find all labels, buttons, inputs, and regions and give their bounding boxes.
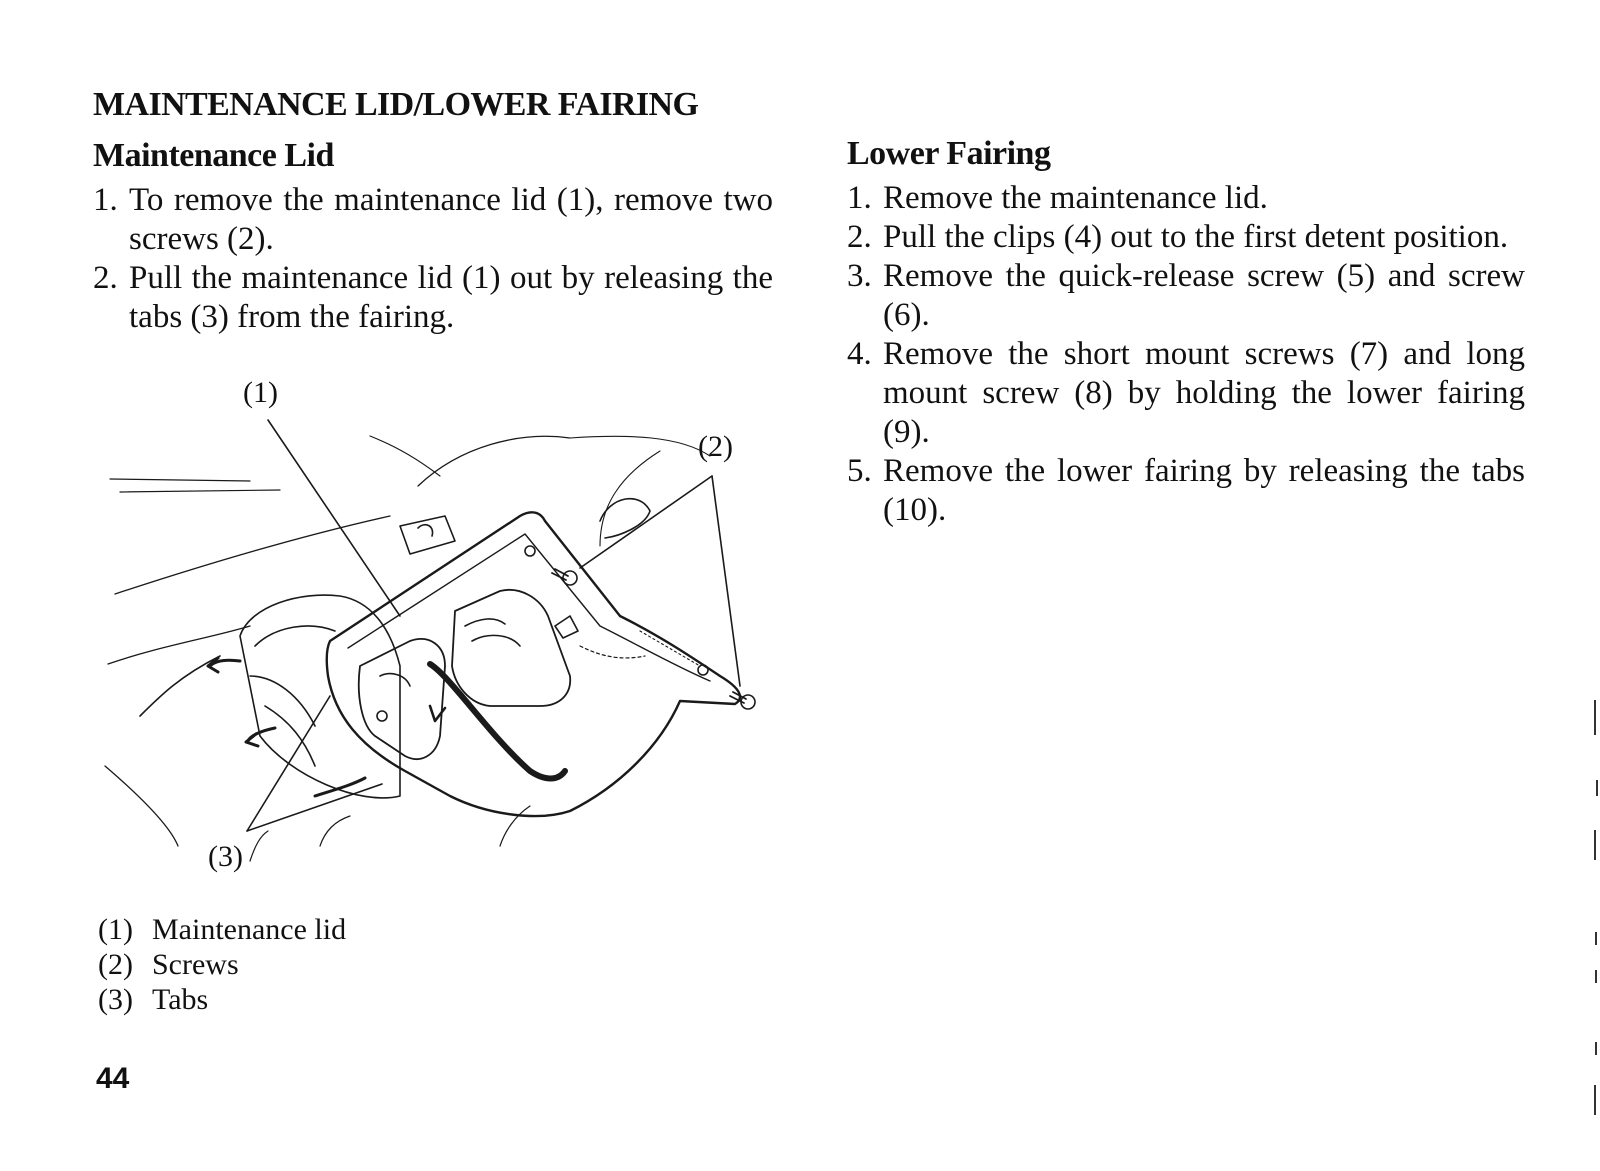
- figure-legend: (1) Maintenance lid (2) Screws (3) Tabs: [98, 912, 346, 1017]
- legend-number: (1): [98, 913, 133, 946]
- step-number: 1.: [93, 182, 118, 218]
- lower-fairing-section: Lower Fairing 1. Remove the maintenance …: [847, 135, 1525, 530]
- step-number: 2.: [847, 219, 872, 255]
- step-number: 2.: [93, 260, 118, 296]
- step-text: Remove the short mount screws (7) and lo…: [883, 336, 1525, 450]
- step-text: Remove the maintenance lid.: [883, 180, 1268, 216]
- maintenance-lid-section: Maintenance Lid 1. To remove the mainten…: [93, 137, 773, 337]
- step-text: Remove the quick-release screw (5) and s…: [883, 258, 1525, 333]
- lower-fairing-steps: 1. Remove the maintenance lid. 2. Pull t…: [847, 179, 1525, 530]
- step-item: 3. Remove the quick-release screw (5) an…: [847, 257, 1525, 335]
- step-text: Pull the clips (4) out to the first dete…: [883, 219, 1509, 255]
- step-number: 1.: [847, 180, 872, 216]
- illustration-drawing: [104, 419, 756, 862]
- step-item: 1. Remove the maintenance lid.: [847, 179, 1525, 218]
- step-item: 2. Pull the maintenance lid (1) out by r…: [93, 259, 773, 337]
- step-number: 5.: [847, 453, 872, 489]
- step-number: 3.: [847, 258, 872, 294]
- binding-edge-marks: [1594, 700, 1598, 1115]
- step-text: Remove the lower fairing by releasing th…: [883, 453, 1525, 528]
- maintenance-lid-heading: Maintenance Lid: [93, 137, 334, 174]
- legend-item: (2) Screws: [98, 947, 346, 982]
- step-text: Pull the maintenance lid (1) out by rele…: [129, 260, 773, 335]
- callout-2-label: (2): [698, 430, 733, 463]
- maintenance-lid-illustration: (1) (2) (3): [100, 376, 800, 906]
- page-number: 44: [96, 1062, 130, 1095]
- legend-label: Tabs: [152, 983, 209, 1016]
- step-item: 1. To remove the maintenance lid (1), re…: [93, 181, 773, 259]
- legend-item: (3) Tabs: [98, 982, 346, 1017]
- maintenance-lid-steps: 1. To remove the maintenance lid (1), re…: [93, 181, 773, 337]
- step-text: To remove the maintenance lid (1), remov…: [129, 182, 773, 257]
- step-item: 4. Remove the short mount screws (7) and…: [847, 335, 1525, 452]
- step-number: 4.: [847, 336, 872, 372]
- callout-1-label: (1): [243, 376, 278, 409]
- legend-number: (2): [98, 948, 133, 981]
- callout-3-label: (3): [208, 840, 243, 873]
- legend-label: Screws: [152, 948, 239, 981]
- legend-label: Maintenance lid: [152, 913, 347, 946]
- legend-number: (3): [98, 983, 133, 1016]
- step-item: 5. Remove the lower fairing by releasing…: [847, 452, 1525, 530]
- lower-fairing-heading: Lower Fairing: [847, 135, 1051, 172]
- step-item: 2. Pull the clips (4) out to the first d…: [847, 218, 1525, 257]
- legend-item: (1) Maintenance lid: [98, 912, 346, 947]
- page-title: MAINTENANCE LID/LOWER FAIRING: [93, 86, 699, 123]
